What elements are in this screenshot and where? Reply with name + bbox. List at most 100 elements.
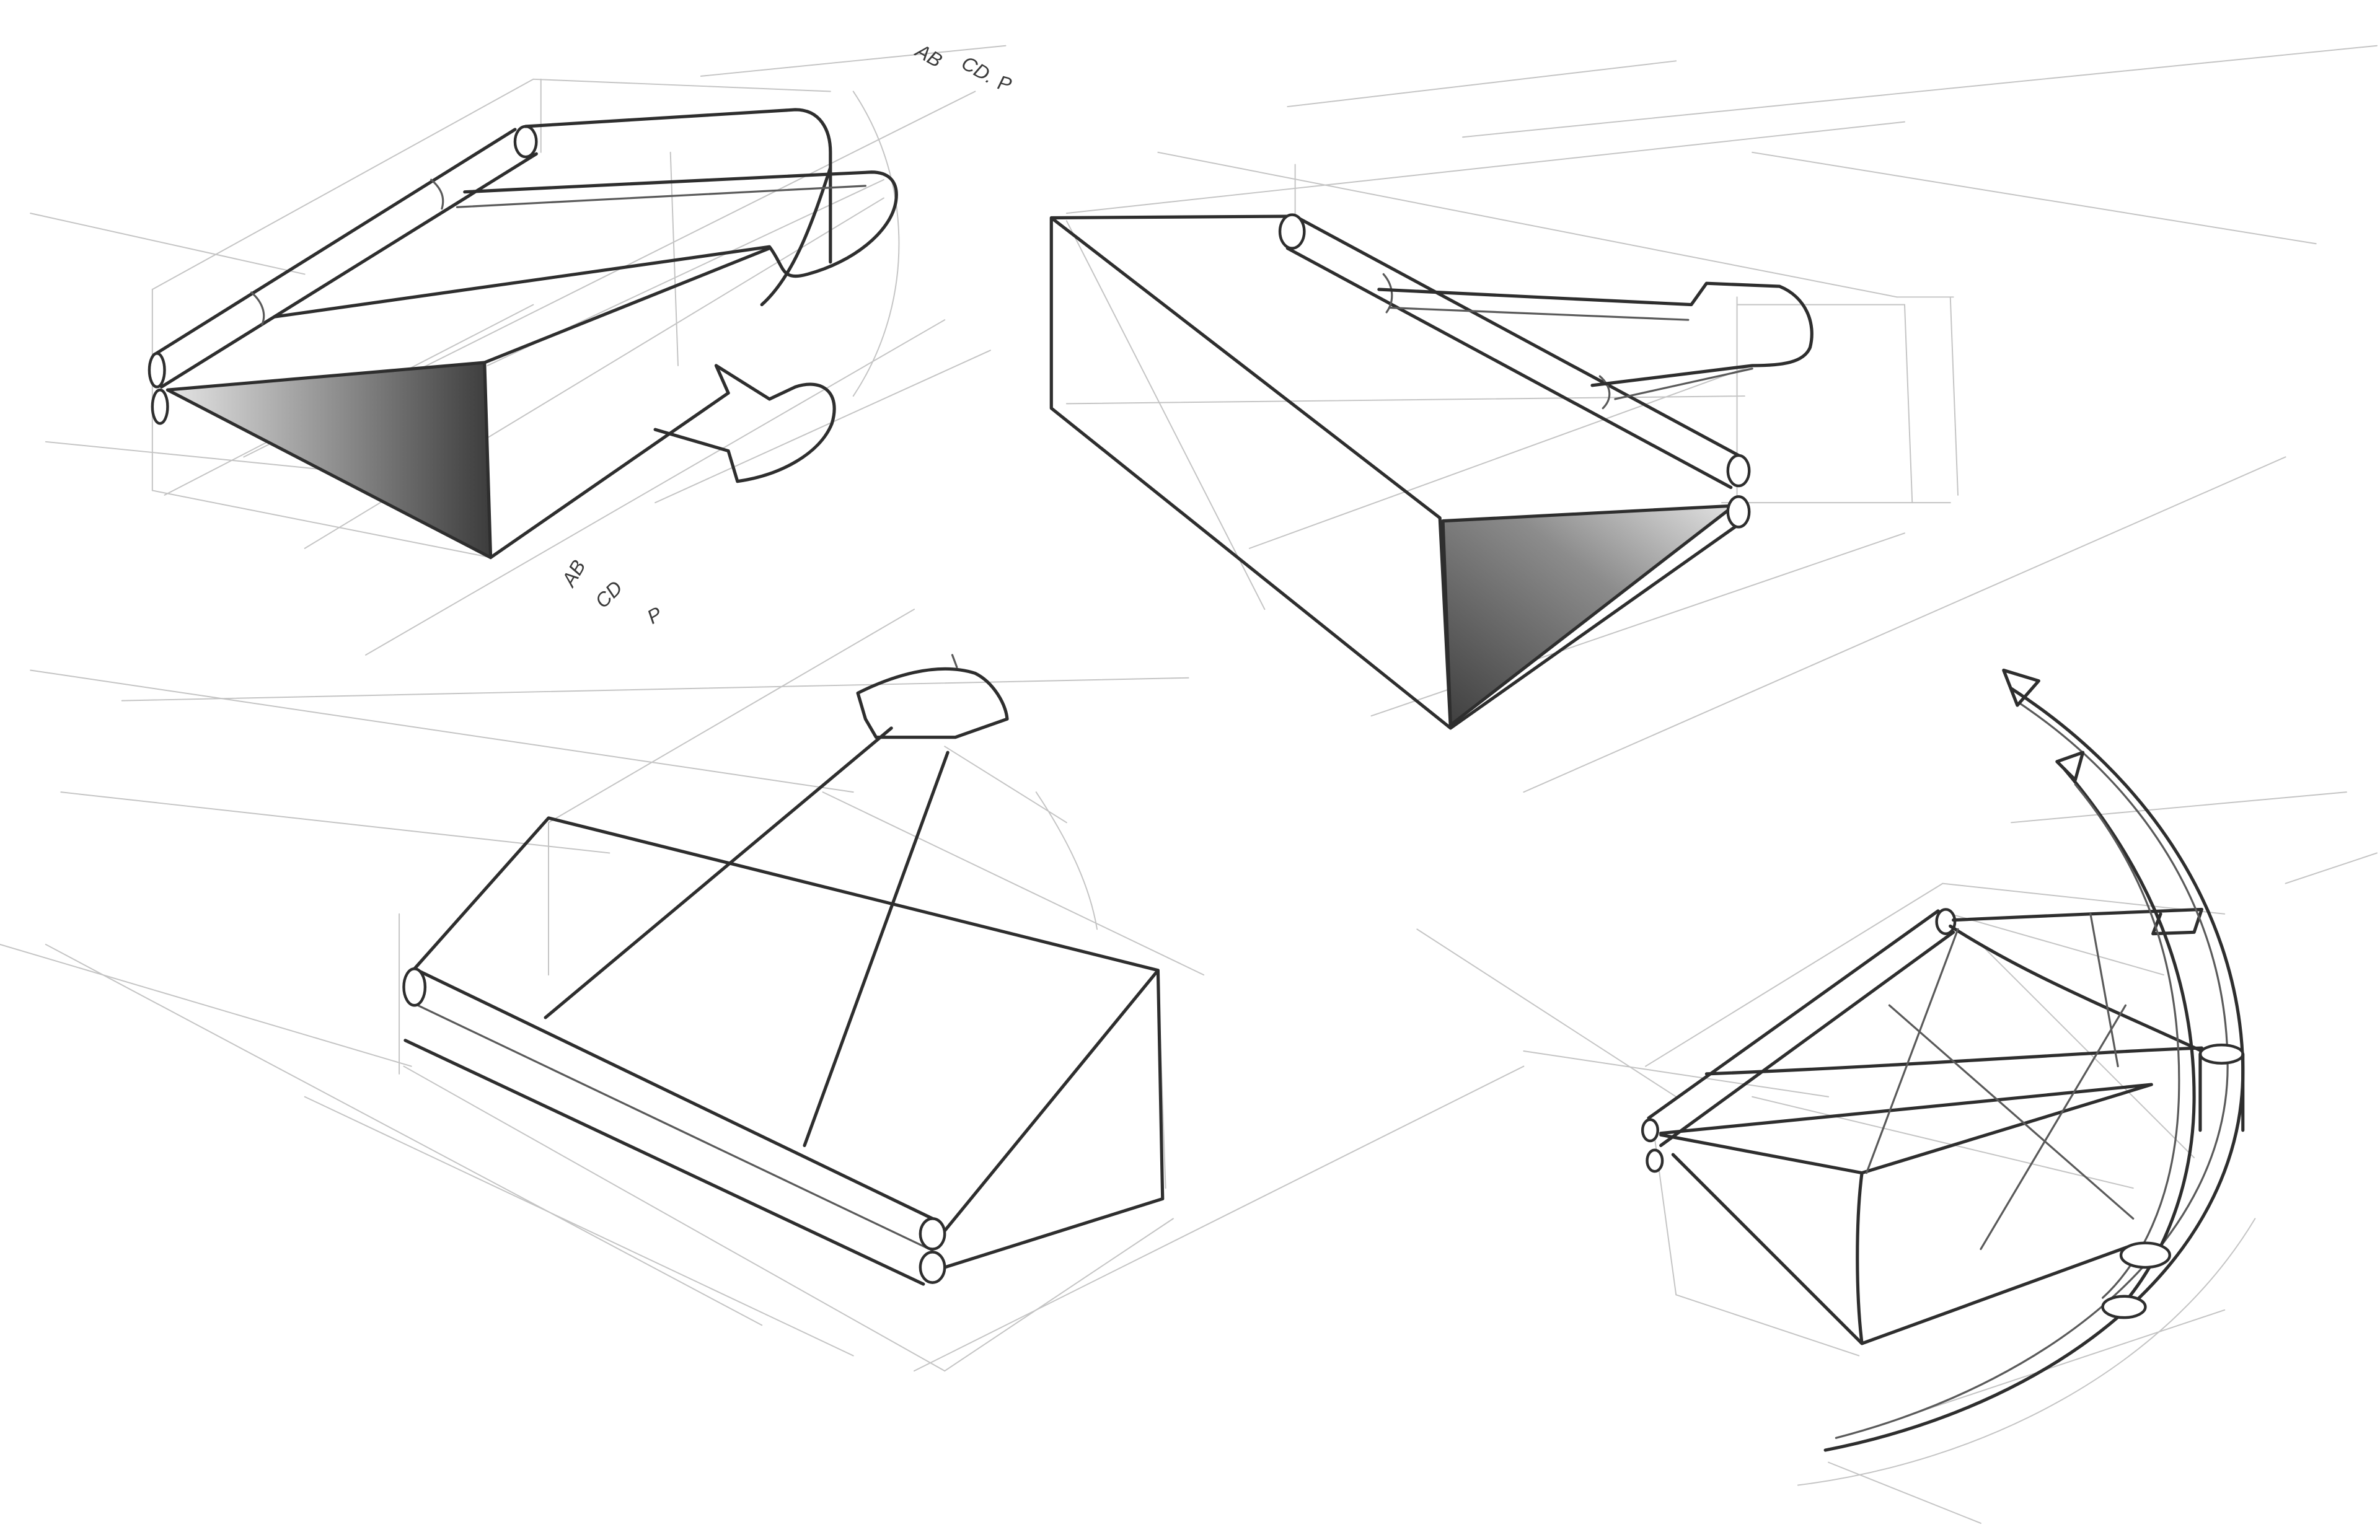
construction-line	[1035, 791, 1098, 930]
clip-tube	[1647, 909, 1955, 1147]
annotation-label: CD	[591, 576, 627, 612]
construction-line	[2285, 852, 2378, 884]
box-outline	[483, 108, 832, 560]
lever-arm	[272, 170, 898, 319]
lever-arm	[1388, 306, 1753, 400]
arc-cylinder	[2101, 1295, 2147, 1319]
tube-joint	[250, 178, 444, 326]
construction-line	[1287, 60, 1677, 108]
construction-line	[1157, 151, 1898, 298]
tube-end-ellipse	[1278, 213, 1306, 250]
construction-line	[1065, 220, 1266, 610]
construction-line	[1949, 913, 2164, 976]
shaded-side-face	[1441, 504, 1736, 727]
rotation-arrow-arc	[1835, 702, 2229, 1439]
construction-line	[365, 319, 946, 656]
sketch-top-right	[1049, 213, 1814, 730]
construction-line	[1248, 364, 1753, 549]
tube-end-ellipse	[513, 125, 538, 159]
construction-line	[852, 90, 976, 153]
tab-tick	[951, 654, 958, 669]
box-outline	[1049, 214, 1739, 730]
annotation-label: CD.	[958, 51, 998, 88]
tube-end-ellipse	[1726, 454, 1751, 488]
clip-tube	[410, 1001, 934, 1252]
construction-line	[304, 1096, 854, 1357]
construction-line	[548, 609, 915, 824]
thumb-tab	[856, 667, 1009, 739]
construction-line	[1980, 943, 2195, 1159]
rotation-arrow-arc	[2074, 783, 2180, 1299]
arrowhead-icon	[2055, 750, 2085, 782]
arrowhead-icon	[2002, 668, 2040, 707]
annotation-label: AB	[557, 556, 589, 591]
construction-line	[1949, 296, 1959, 496]
tube-end-ellipse	[1641, 1118, 1659, 1143]
tube-end-ellipse	[1935, 908, 1957, 935]
construction-line	[1065, 121, 1905, 214]
tube-joint	[1382, 273, 1611, 410]
construction-line	[2011, 791, 2347, 824]
construction-line	[822, 791, 1205, 976]
construction-line	[654, 350, 991, 504]
construction-line	[700, 45, 1007, 77]
lever-arm	[1377, 281, 1814, 387]
tube-end-ellipse	[402, 967, 427, 1007]
tube-end-ellipse	[919, 1251, 946, 1284]
construction-line	[944, 746, 1067, 824]
construction-line	[944, 1218, 1174, 1372]
construction-line	[1797, 1218, 2256, 1486]
lever-arm	[544, 726, 950, 1147]
thumb-tab	[653, 364, 836, 483]
construction-line	[1904, 1309, 2226, 1417]
arc-cylinder	[2198, 1043, 2244, 1065]
lever-arm	[1704, 924, 2203, 1076]
tube-end-ellipse	[151, 389, 169, 425]
construction-line	[914, 1065, 1525, 1372]
construction-line	[45, 441, 351, 473]
construction-line	[403, 1065, 946, 1372]
sketch-bottom-right	[1641, 668, 2245, 1452]
lever-flag	[1952, 907, 2203, 936]
tube-end-ellipse	[919, 1217, 946, 1251]
sketch-bottom-center	[402, 654, 1165, 1286]
construction-line	[532, 78, 831, 92]
clip-tube	[1285, 214, 1743, 490]
construction-line	[1416, 928, 1677, 1098]
construction-line	[1523, 1050, 1830, 1098]
construction-line	[30, 213, 306, 275]
box-outline	[413, 816, 1165, 1269]
lever-arm	[456, 185, 866, 208]
construction-line	[1828, 1461, 1981, 1524]
construction-line	[1645, 882, 1944, 1067]
annotation-label: AB	[911, 38, 946, 71]
construction-line	[45, 943, 763, 1326]
tube-end-ellipse	[1726, 495, 1751, 529]
shaded-side-face	[165, 361, 493, 560]
construction-line	[1752, 151, 2317, 245]
construction-line	[60, 791, 610, 854]
tube-end-ellipse	[148, 352, 166, 389]
box-outline	[1659, 1083, 2153, 1345]
construction-line	[1675, 1294, 1860, 1357]
lever-arm	[1865, 913, 2135, 1251]
construction-line	[1752, 1096, 2134, 1189]
construction-line	[151, 490, 491, 558]
construction-line	[1523, 456, 2286, 793]
construction-line	[1462, 45, 2378, 138]
construction-line	[0, 943, 412, 1067]
construction-line	[30, 669, 854, 793]
arc-cylinder	[2119, 1241, 2171, 1269]
construction-line	[852, 90, 900, 397]
annotation-label: P	[643, 602, 666, 628]
clip-tube	[152, 128, 538, 389]
clip-tube	[403, 967, 935, 1286]
construction-line	[151, 78, 534, 290]
rotation-arrow-arc	[1823, 687, 2245, 1452]
construction-line	[121, 677, 1189, 702]
tube-end-ellipse	[1646, 1148, 1664, 1173]
annotation-label: P	[995, 71, 1015, 96]
arc-cylinder	[2198, 1052, 2245, 1132]
